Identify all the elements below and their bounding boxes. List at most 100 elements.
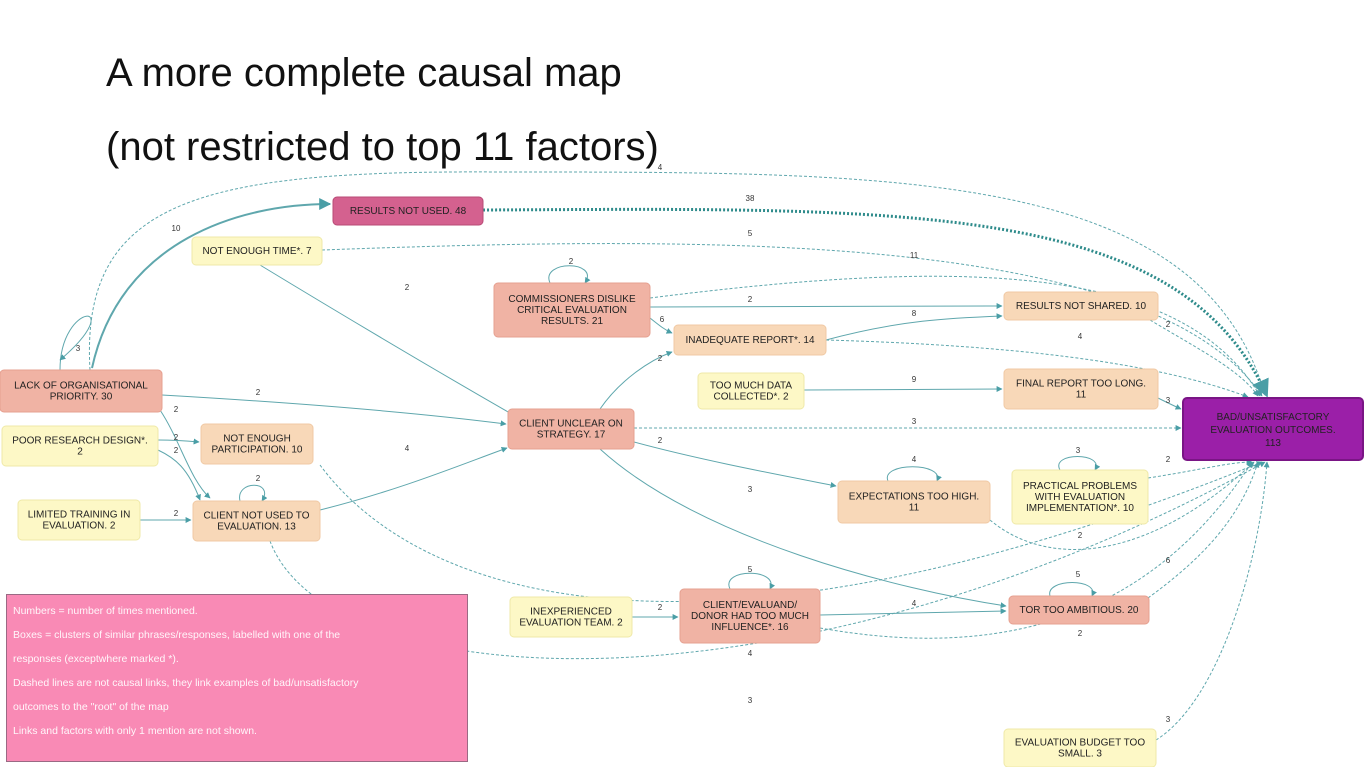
edge-label-21: 2 [174,446,179,455]
node-box [509,596,633,638]
edge-33 [728,572,776,590]
node-label: 113 [1265,438,1281,449]
node-tor-ambitious: TOR TOO AMBITIOUS. 20 [1008,595,1150,625]
node-poor-research-design: POOR RESEARCH DESIGN*.2 [1,425,159,467]
edge-11 [1149,319,1259,397]
node-box [191,236,323,266]
edge-3 [91,198,332,369]
edge-label-9: 2 [748,295,753,304]
node-label: IMPLEMENTATION*. 10 [1026,503,1134,514]
edge-label-14: 2 [256,388,261,397]
edge-label-10: 6 [660,315,665,324]
node-label: STRATEGY. 17 [537,430,606,441]
edge-9 [649,303,1003,310]
node-label: PRIORITY. 30 [50,392,113,403]
node-box [200,423,314,465]
node-label: INFLUENCE*. 16 [711,622,789,633]
node-label: EXPECTATIONS TOO HIGH. [849,492,979,503]
edge-label-22: 2 [174,509,179,518]
legend-box: Numbers = number of times mentioned. Box… [6,594,468,762]
slide-title-line-1: A more complete causal map [106,51,622,95]
edge-27 [887,466,942,482]
edges-layer [59,171,1270,741]
slide-title-line-2: (not restricted to top 11 factors) [106,125,659,169]
node-label: NOT ENOUGH [223,434,291,445]
node-results-not-shared: RESULTS NOT SHARED. 10 [1003,291,1159,321]
edge-28 [989,461,1255,550]
edge-12 [825,313,1003,341]
edge-19 [159,409,211,499]
edge-label-31: 2 [658,603,663,612]
legend-line: Links and factors with only 1 mention ar… [13,725,257,737]
edge-17 [1157,397,1182,410]
node-label: SMALL. 3 [1058,749,1102,760]
node-label: COMMISSIONERS DISLIKE [508,294,636,305]
edge-label-30: 2 [1166,455,1171,464]
edge-23 [319,447,508,511]
edge-label-28: 2 [1078,531,1083,540]
node-label: EVALUATION OUTCOMES. [1210,425,1335,436]
edge-29 [1058,456,1101,471]
edge-label-27: 4 [912,455,917,464]
legend-line: Boxes = clusters of similar phrases/resp… [13,629,341,641]
node-label: PARTICIPATION. 10 [212,445,303,456]
legend-line: Numbers = number of times mentioned. [13,605,198,617]
node-label: LIMITED TRAINING IN [28,510,131,521]
node-label: INADEQUATE REPORT*. 14 [685,335,815,346]
node-label: EVALUATION. 2 [43,521,116,532]
node-box [192,500,321,542]
node-label: DONOR HAD TOO MUCH [691,611,809,622]
node-label: RESULTS NOT SHARED. 10 [1016,301,1147,312]
edge-label-4: 5 [748,229,753,238]
edge-4 [321,243,1263,397]
node-box [1,425,159,467]
node-box [1003,368,1159,410]
node-label: LACK OF ORGANISATIONAL [14,381,148,392]
edge-label-6: 11 [910,251,919,260]
edge-label-34: 2 [1078,629,1083,638]
edge-label-26: 3 [748,485,753,494]
node-box [493,282,651,338]
node-label: CLIENT/EVALUAND/ [703,600,798,611]
node-label: CLIENT UNCLEAR ON [519,419,623,430]
node-box [332,196,484,226]
node-label: NOT ENOUGH TIME*. 7 [202,246,312,257]
edge-2 [482,207,1269,398]
edge-label-39: 3 [1166,715,1171,724]
edge-label-12: 8 [912,309,917,318]
node-label: INEXPERIENCED [530,607,612,618]
node-box [1003,728,1157,767]
edge-10 [649,317,673,334]
edge-20 [157,438,200,445]
edge-label-18: 3 [912,417,917,426]
edge-32 [819,608,1007,616]
edge-label-29: 3 [1076,446,1081,455]
node-box [0,369,163,413]
node-label: 11 [909,503,920,514]
edge-label-16: 9 [912,375,917,384]
node-expectations-high: EXPECTATIONS TOO HIGH.11 [837,480,991,524]
edge-34 [819,461,1253,639]
edge-26 [599,448,1007,609]
edge-label-33: 5 [748,565,753,574]
node-box [673,324,827,356]
node-label: 11 [1076,390,1087,401]
edge-label-19: 2 [174,405,179,414]
node-label: RESULTS. 21 [541,316,603,327]
edge-label-8: 2 [569,257,574,266]
node-label: POOR RESEARCH DESIGN*. [12,436,148,447]
edge-21 [157,449,201,501]
node-label: CLIENT NOT USED TO [204,511,310,522]
edge-label-3: 10 [172,224,181,233]
node-label: PRACTICAL PROBLEMS [1023,481,1137,492]
node-client-donor-influence: CLIENT/EVALUAND/DONOR HAD TOO MUCHINFLUE… [679,588,821,644]
edge-6 [649,275,1261,397]
node-inadequate-report: INADEQUATE REPORT*. 14 [673,324,827,356]
